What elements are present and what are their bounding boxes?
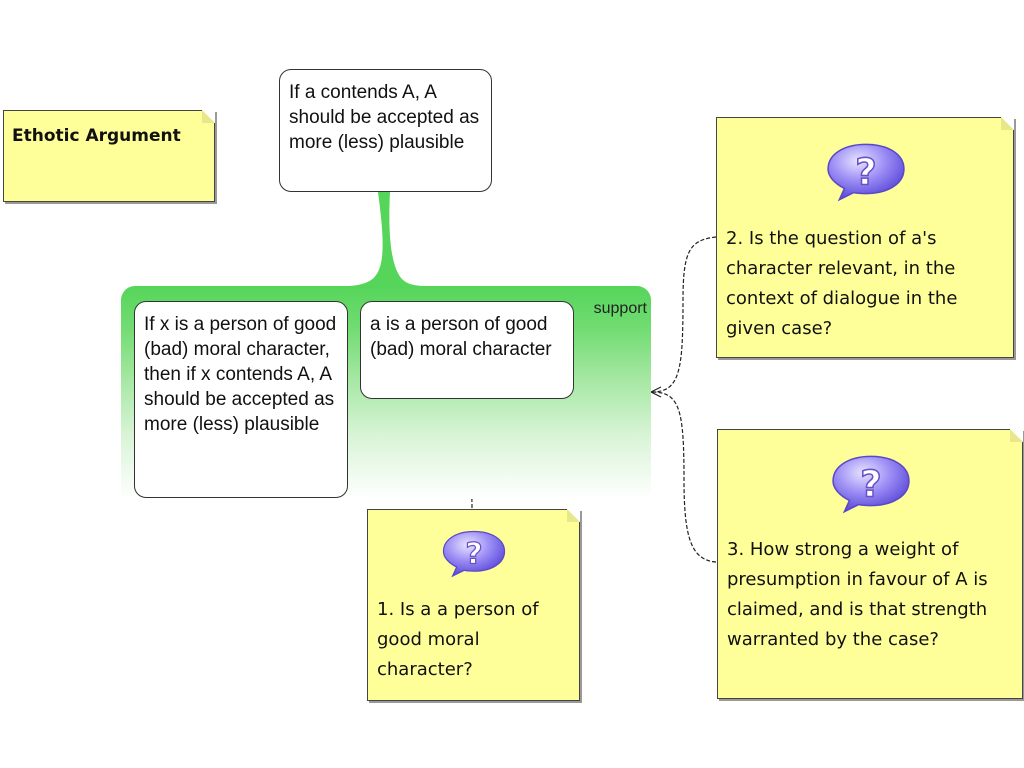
title-note[interactable]: Ethotic Argument [3,110,215,202]
note-fold [567,509,580,522]
question-bubble-icon: ? [442,530,506,578]
svg-text:?: ? [860,462,881,505]
critical-question-3-text: 3. How strong a weight of presumption in… [727,539,988,650]
premise-major-text: If x is a person of good (bad) moral cha… [144,314,337,435]
conclusion-stem [346,192,430,286]
support-label: support [593,300,647,317]
svg-text:?: ? [855,150,876,193]
premise-minor[interactable]: a is a person of good (bad) moral charac… [360,301,574,399]
conclusion-text: If a contends A, A should be accepted as… [289,82,480,153]
support-arrowhead [649,386,662,398]
conclusion-node[interactable]: If a contends A, A should be accepted as… [279,69,492,192]
premise-minor-text: a is a person of good (bad) moral charac… [370,314,552,360]
note-fold [1010,429,1023,442]
question-bubble-icon: ? [827,143,905,202]
critical-question-2-text: 2. Is the question of a's character rele… [726,228,958,339]
note-fold [202,110,215,123]
cq2-link [651,236,717,393]
cq3-link [651,391,717,563]
critical-question-3[interactable]: ? 3. How strong a weight of presumption … [717,429,1023,699]
critical-question-1-text: 1. Is a a person of good moral character… [377,599,539,680]
title-text: Ethotic Argument [12,126,181,146]
svg-text:?: ? [465,537,482,572]
question-bubble-icon: ? [832,455,910,514]
premise-major[interactable]: If x is a person of good (bad) moral cha… [134,301,348,498]
critical-question-1[interactable]: ? 1. Is a a person of good moral charact… [367,509,580,701]
note-fold [1001,117,1014,130]
critical-question-2[interactable]: ? 2. Is the question of a's character re… [716,117,1014,358]
